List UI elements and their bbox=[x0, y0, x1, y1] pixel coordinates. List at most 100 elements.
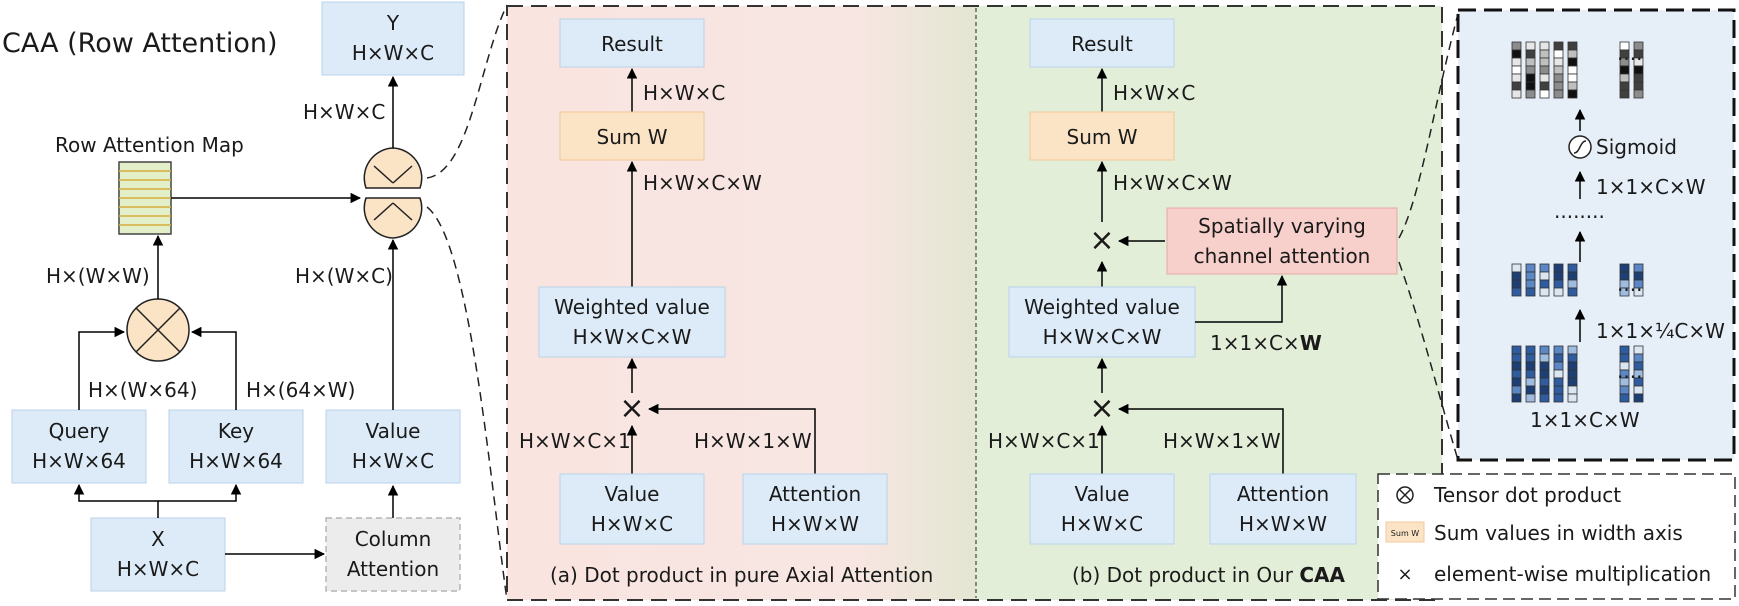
svg-text:Spatially varying: Spatially varying bbox=[1198, 214, 1366, 238]
panel-a-caption: (a) Dot product in pure Axial Attention bbox=[550, 563, 933, 587]
svg-text:Column: Column bbox=[355, 527, 432, 551]
feature-cell bbox=[1553, 361, 1564, 371]
panel-b-sum-w-box: Sum W bbox=[1029, 111, 1175, 161]
panel-b-caption: (b) Dot product in Our CAA bbox=[1072, 563, 1346, 587]
feature-cell bbox=[1525, 65, 1536, 75]
svg-text:H×W×C: H×W×C bbox=[117, 557, 199, 581]
svg-text:Attention: Attention bbox=[1237, 482, 1329, 506]
feature-cell bbox=[1511, 65, 1522, 75]
feature-cell bbox=[1525, 385, 1536, 395]
label-h-wxw: H×(W×W) bbox=[46, 264, 150, 288]
feature-cell bbox=[1525, 377, 1536, 387]
feature-cell bbox=[1619, 81, 1630, 91]
panel-b-weighted-value-box: Weighted value H×W×C×W bbox=[1008, 286, 1196, 358]
feature-cell bbox=[1539, 385, 1550, 395]
feature-cell bbox=[1511, 361, 1522, 371]
feature-cell bbox=[1633, 65, 1644, 75]
feature-cell bbox=[1553, 57, 1564, 67]
feature-cell bbox=[1553, 393, 1564, 403]
query-box: Query H×W×64 bbox=[11, 409, 147, 484]
feature-cell bbox=[1525, 81, 1536, 91]
panel-a-label-hwc1: H×W×C×1 bbox=[519, 429, 631, 453]
svg-text:Sum W: Sum W bbox=[597, 125, 668, 149]
panel-a-label-hwcw: H×W×C×W bbox=[643, 171, 762, 195]
feature-cell bbox=[1525, 393, 1536, 403]
feature-cell bbox=[1553, 89, 1564, 99]
svg-text:Sum W: Sum W bbox=[1067, 125, 1138, 149]
feature-cell bbox=[1567, 393, 1578, 403]
feature-cell bbox=[1539, 81, 1550, 91]
split-tensor-dot-operator bbox=[363, 147, 423, 239]
vertical-dots: ........ bbox=[1554, 199, 1605, 223]
feature-cell bbox=[1567, 49, 1578, 59]
feature-cell bbox=[1511, 369, 1522, 379]
feature-cell bbox=[1539, 41, 1550, 51]
feature-cell bbox=[1525, 73, 1536, 83]
panel-c bbox=[1456, 8, 1736, 462]
feature-cell bbox=[1567, 279, 1578, 289]
feature-cell bbox=[1539, 271, 1550, 281]
legend-mult-desc: element-wise multiplication bbox=[1434, 562, 1711, 586]
feature-cell bbox=[1511, 345, 1522, 355]
panel-a-label-hw1w: H×W×1×W bbox=[694, 429, 812, 453]
svg-text:Weighted value: Weighted value bbox=[1024, 295, 1180, 319]
svg-text:H×W×C×W: H×W×C×W bbox=[1043, 325, 1162, 349]
svg-text:X: X bbox=[151, 527, 165, 551]
feature-cell bbox=[1511, 279, 1522, 289]
legend-mult-symbol: × bbox=[1397, 564, 1412, 585]
feature-cell bbox=[1525, 89, 1536, 99]
svg-text:Sum W: Sum W bbox=[1391, 529, 1419, 538]
svg-text:H×W×C: H×W×C bbox=[591, 512, 673, 536]
panel-b-label-hwc1: H×W×C×1 bbox=[988, 429, 1100, 453]
feature-cell bbox=[1511, 81, 1522, 91]
svg-text:Value: Value bbox=[605, 482, 660, 506]
x-input-box: X H×W×C bbox=[90, 517, 226, 592]
feature-cell bbox=[1567, 377, 1578, 387]
feature-cell bbox=[1539, 377, 1550, 387]
feature-cell bbox=[1539, 263, 1550, 273]
feature-cell bbox=[1553, 41, 1564, 51]
shape-label-mid: 1×1×¼C×W bbox=[1596, 319, 1725, 343]
feature-cell bbox=[1539, 65, 1550, 75]
feature-cell bbox=[1511, 271, 1522, 281]
panel-a-label-hwc: H×W×C bbox=[643, 81, 725, 105]
svg-text:Query: Query bbox=[49, 419, 110, 443]
y-name: Y bbox=[386, 11, 400, 35]
panel-b-label-hwcw: H×W×C×W bbox=[1113, 171, 1232, 195]
spatially-varying-channel-attention-box: Spatially varying channel attention bbox=[1166, 207, 1398, 275]
feature-cell bbox=[1567, 271, 1578, 281]
svg-text:H×W×W: H×W×W bbox=[1239, 512, 1327, 536]
diagram-title: CAA (Row Attention) bbox=[2, 28, 278, 59]
svg-text:Weighted value: Weighted value bbox=[554, 295, 710, 319]
feature-cell bbox=[1633, 89, 1644, 99]
feature-cell bbox=[1525, 57, 1536, 67]
feature-cell bbox=[1567, 73, 1578, 83]
shape-label-bottom: 1×1×C×W bbox=[1530, 408, 1640, 432]
feature-cell bbox=[1553, 81, 1564, 91]
feature-cell bbox=[1633, 81, 1644, 91]
panel-a-sum-w-box: Sum W bbox=[559, 111, 705, 161]
feature-cell bbox=[1633, 393, 1644, 403]
legend-sum-values: Sum values in width axis bbox=[1434, 521, 1683, 545]
svg-text:Key: Key bbox=[218, 419, 254, 443]
feature-cell bbox=[1553, 49, 1564, 59]
feature-cell bbox=[1539, 353, 1550, 363]
feature-cell bbox=[1511, 41, 1522, 51]
legend-tensor-dot: Tensor dot product bbox=[1433, 483, 1621, 507]
column-attention-box: Column Attention bbox=[325, 517, 461, 592]
tensor-dot-icon bbox=[1396, 486, 1414, 504]
top-dots: .... bbox=[1617, 41, 1642, 65]
feature-cell bbox=[1511, 73, 1522, 83]
feature-cell bbox=[1511, 393, 1522, 403]
feature-cell bbox=[1619, 65, 1630, 75]
feature-cell bbox=[1619, 263, 1630, 273]
panel-b-value-box: Value H×W×C bbox=[1029, 473, 1175, 545]
sigmoid-label: Sigmoid bbox=[1596, 135, 1677, 159]
feature-cell bbox=[1511, 377, 1522, 387]
feature-cell bbox=[1567, 65, 1578, 75]
svg-text:H×W×C: H×W×C bbox=[352, 449, 434, 473]
panel-b-times-bottom: × bbox=[1089, 391, 1114, 426]
feature-cell bbox=[1567, 57, 1578, 67]
feature-cell bbox=[1539, 393, 1550, 403]
